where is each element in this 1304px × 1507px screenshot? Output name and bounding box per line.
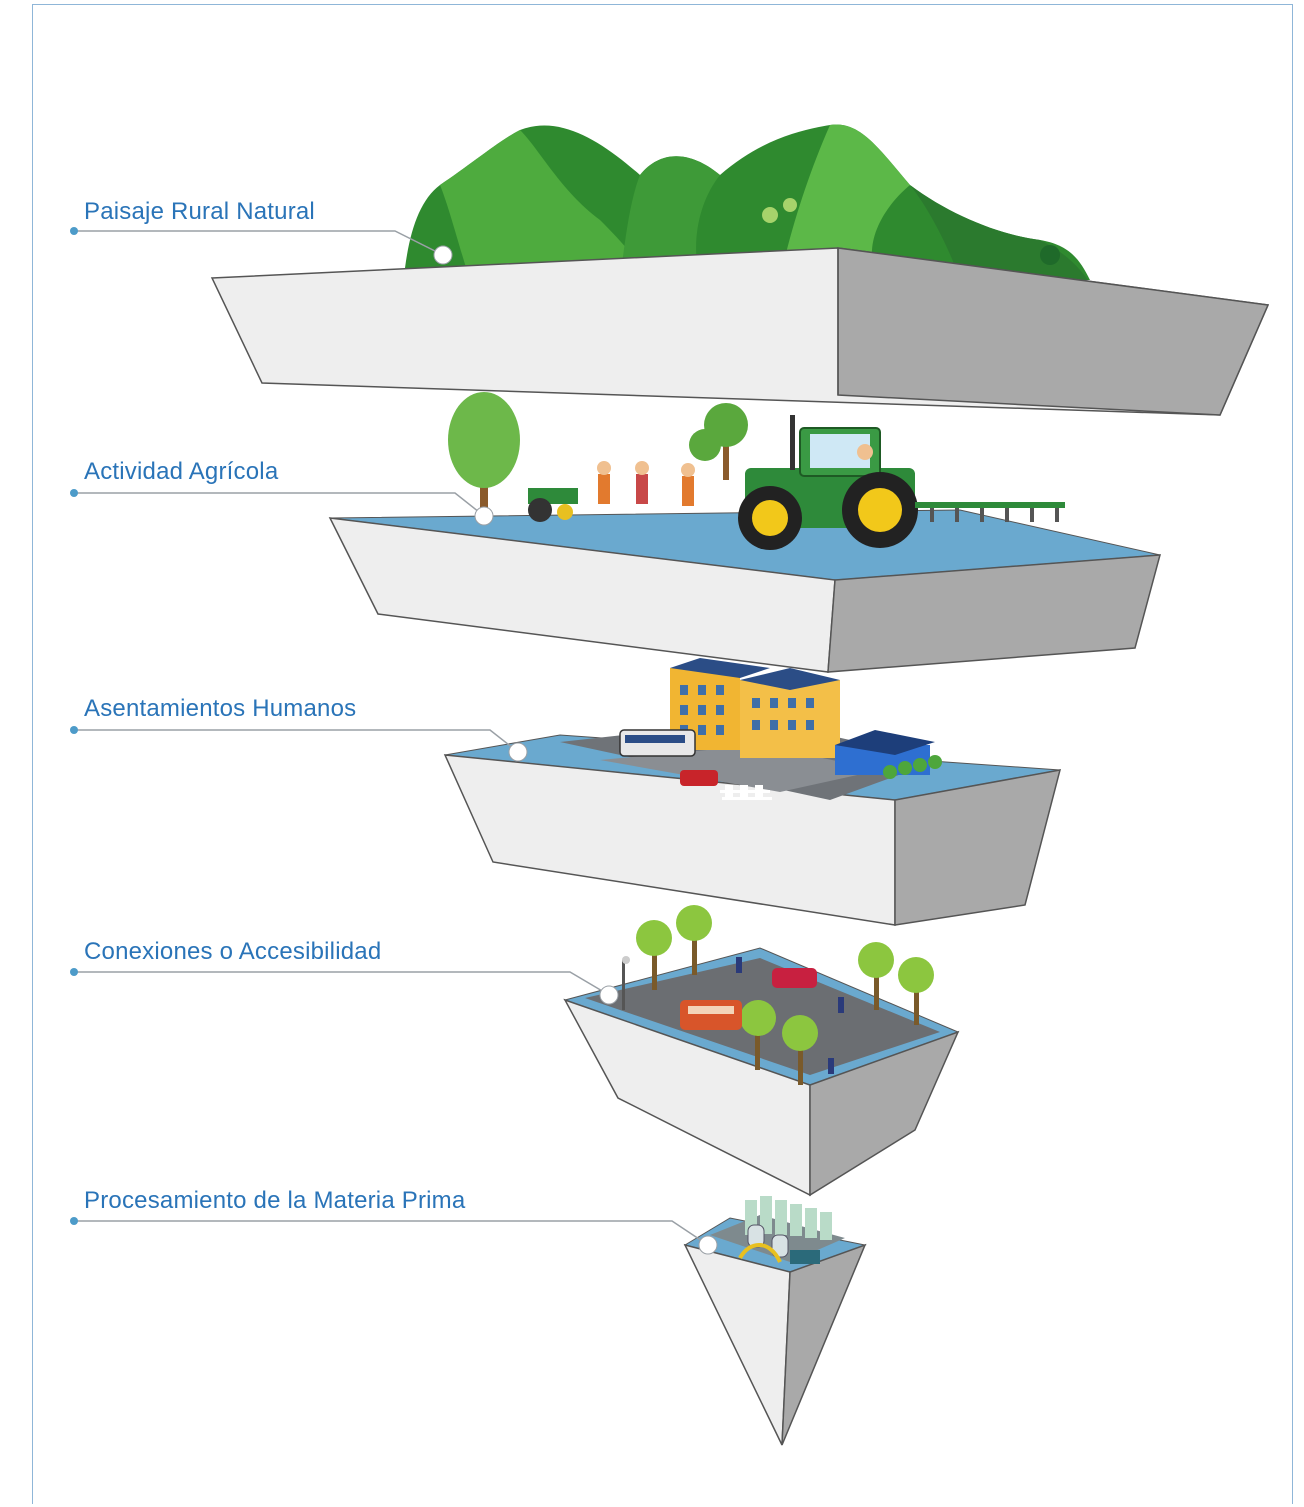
mountains-icon [405, 124, 1090, 280]
leader-lines [74, 230, 709, 1246]
factory-icon [710, 1196, 845, 1264]
layer-label-paisaje: Paisaje Rural Natural [84, 198, 315, 225]
layer-block-conexiones [563, 905, 960, 1197]
street-park-icon [622, 905, 934, 1085]
layer-block-paisaje [210, 124, 1270, 416]
layer-label-agricola: Actividad Agrícola [84, 458, 279, 485]
pointer-circles [433, 245, 718, 1255]
layer-label-asentamientos: Asentamientos Humanos [84, 695, 357, 722]
layer-label-procesamiento: Procesamiento de la Materia Prima [84, 1187, 466, 1214]
layer-block-procesamiento [683, 1196, 867, 1446]
buildings-city-icon [560, 658, 942, 800]
leader-dots [70, 227, 78, 1225]
page-frame [32, 4, 1293, 1504]
layer-label-conexiones: Conexiones o Accesibilidad [84, 938, 382, 965]
tractor-farm-icon [448, 392, 1065, 550]
layer-block-asentamientos [443, 658, 1062, 926]
layer-block-agricola [328, 392, 1161, 673]
